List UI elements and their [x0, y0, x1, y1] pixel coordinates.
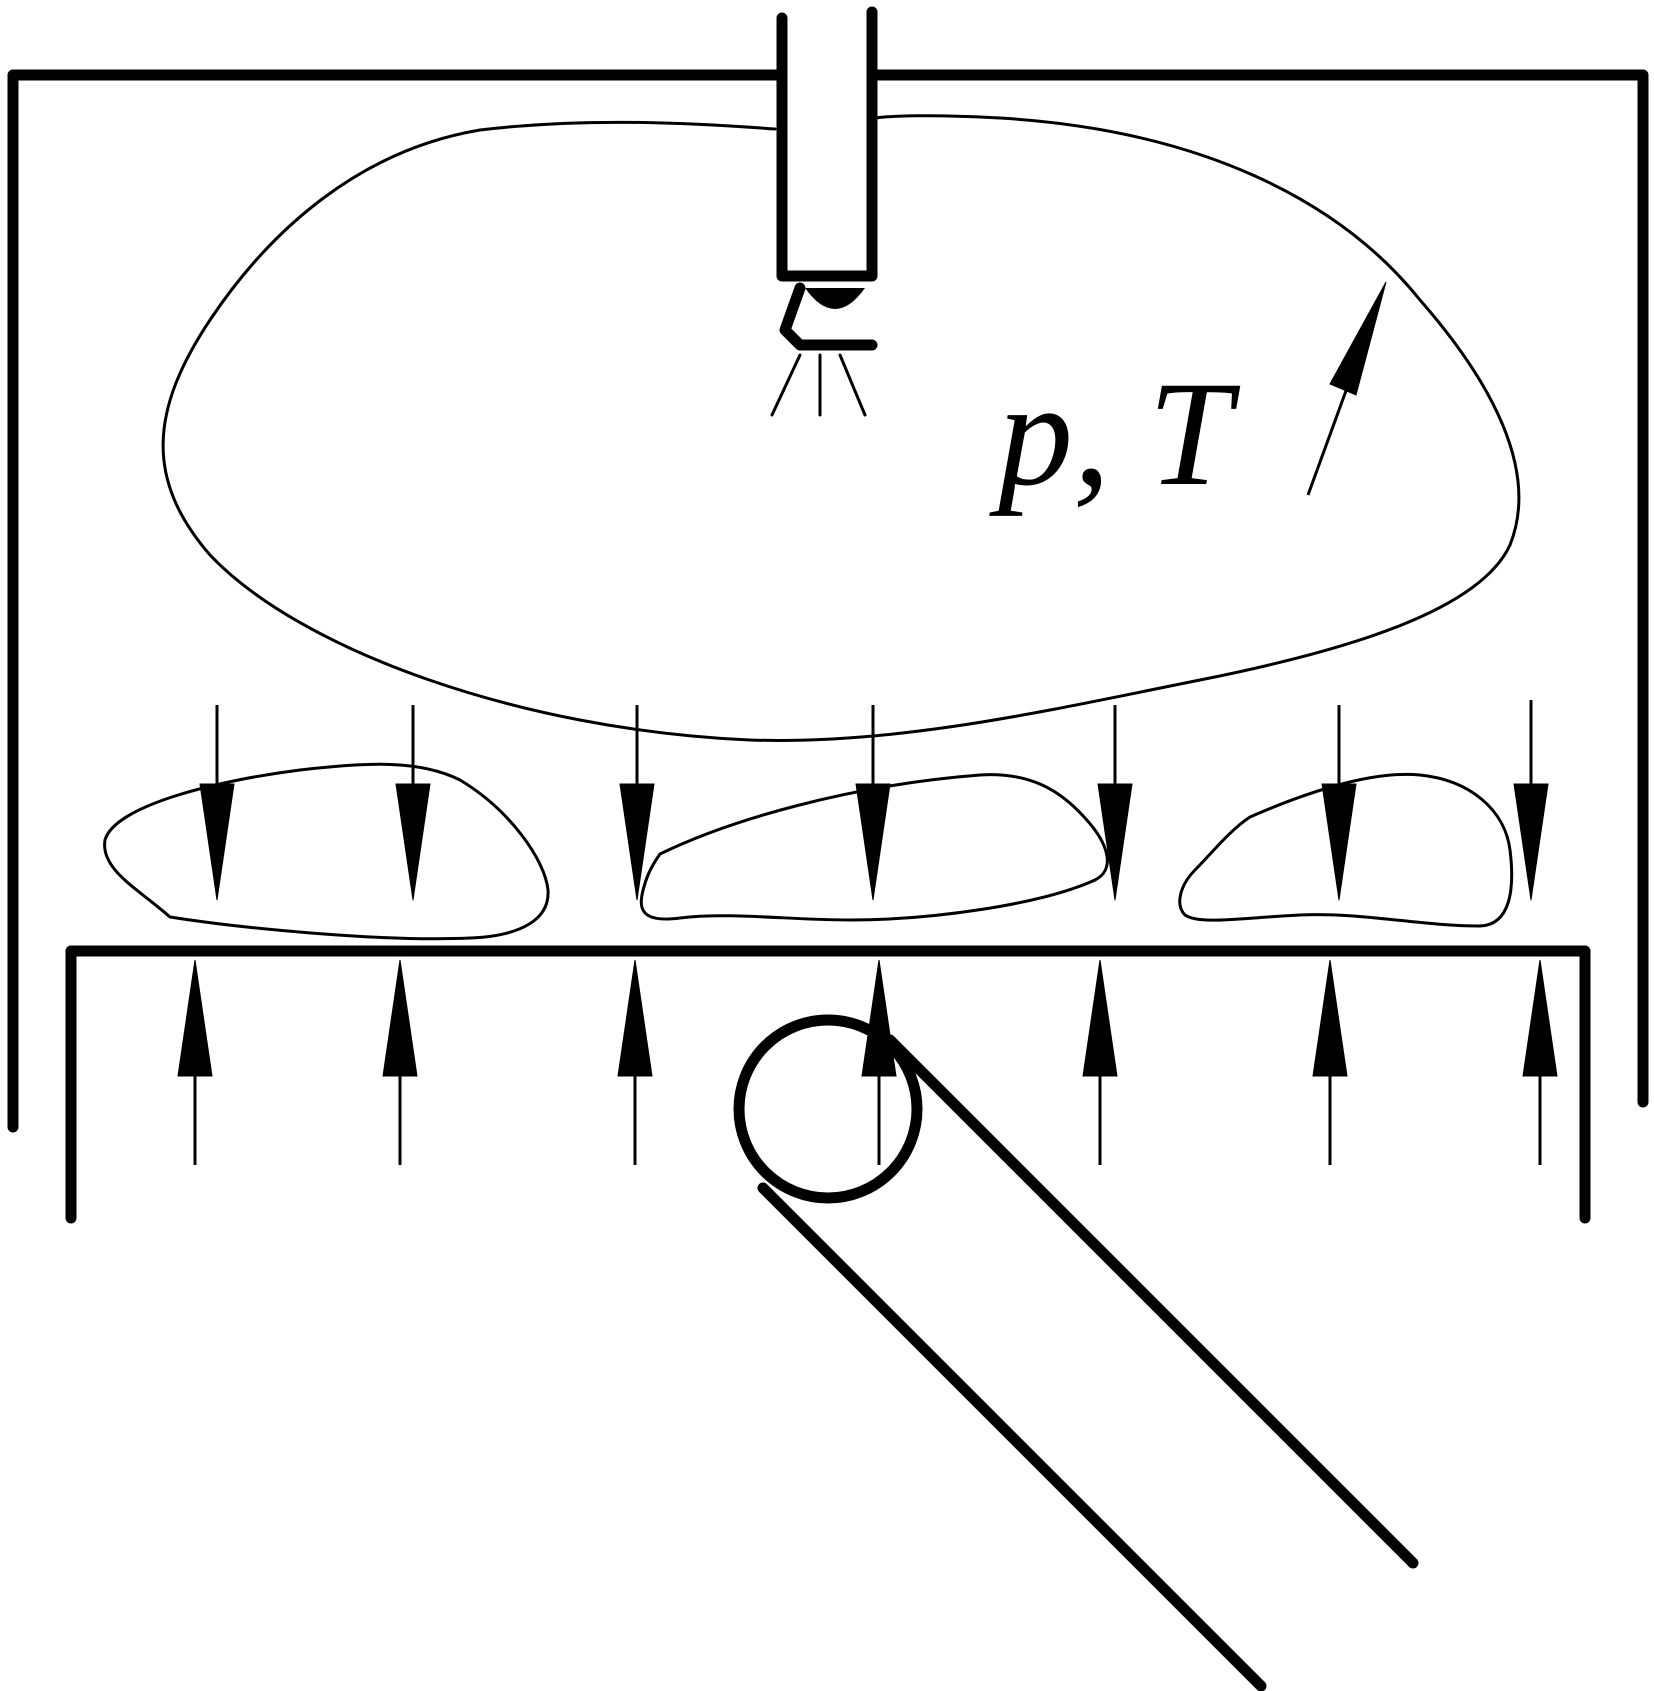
arrow-icon	[1321, 705, 1357, 901]
injector-nozzle-tip	[805, 288, 865, 309]
arrow-icon	[619, 705, 655, 901]
gas-pressure-arrow	[1306, 281, 1387, 496]
piston-pin	[733, 1014, 923, 1204]
fuel-injector	[770, 6, 878, 417]
upward-reaction-arrows	[177, 959, 1558, 1165]
arrow-icon	[855, 705, 891, 901]
arrow-icon	[1312, 959, 1348, 1165]
arrow-icon	[861, 959, 897, 1165]
arrow-icon	[617, 959, 653, 1165]
arrow-icon	[1522, 959, 1558, 1165]
arrow-icon	[1097, 705, 1133, 901]
downward-pressure-arrows	[199, 700, 1549, 901]
fuel-spray-icon	[770, 353, 867, 417]
arrow-icon	[382, 959, 418, 1165]
combustion-gas-cloud	[161, 114, 1521, 742]
arrow-icon	[199, 705, 235, 901]
arrow-icon	[1513, 700, 1549, 901]
injector-body	[776, 6, 878, 282]
arrow-icon	[395, 705, 431, 901]
arrow-icon	[1082, 959, 1118, 1165]
injector-nozzle-bracket	[779, 282, 878, 351]
fuel-cloud-right	[1178, 772, 1514, 928]
gas-state-label: p, T	[989, 351, 1241, 517]
cylinder-liner	[7, 69, 1649, 1133]
fuel-cloud-left	[103, 762, 550, 941]
arrow-icon	[177, 959, 213, 1165]
connecting-rod	[757, 1034, 1419, 1691]
fuel-cloud-middle	[639, 773, 1109, 922]
piston	[65, 945, 1591, 1224]
